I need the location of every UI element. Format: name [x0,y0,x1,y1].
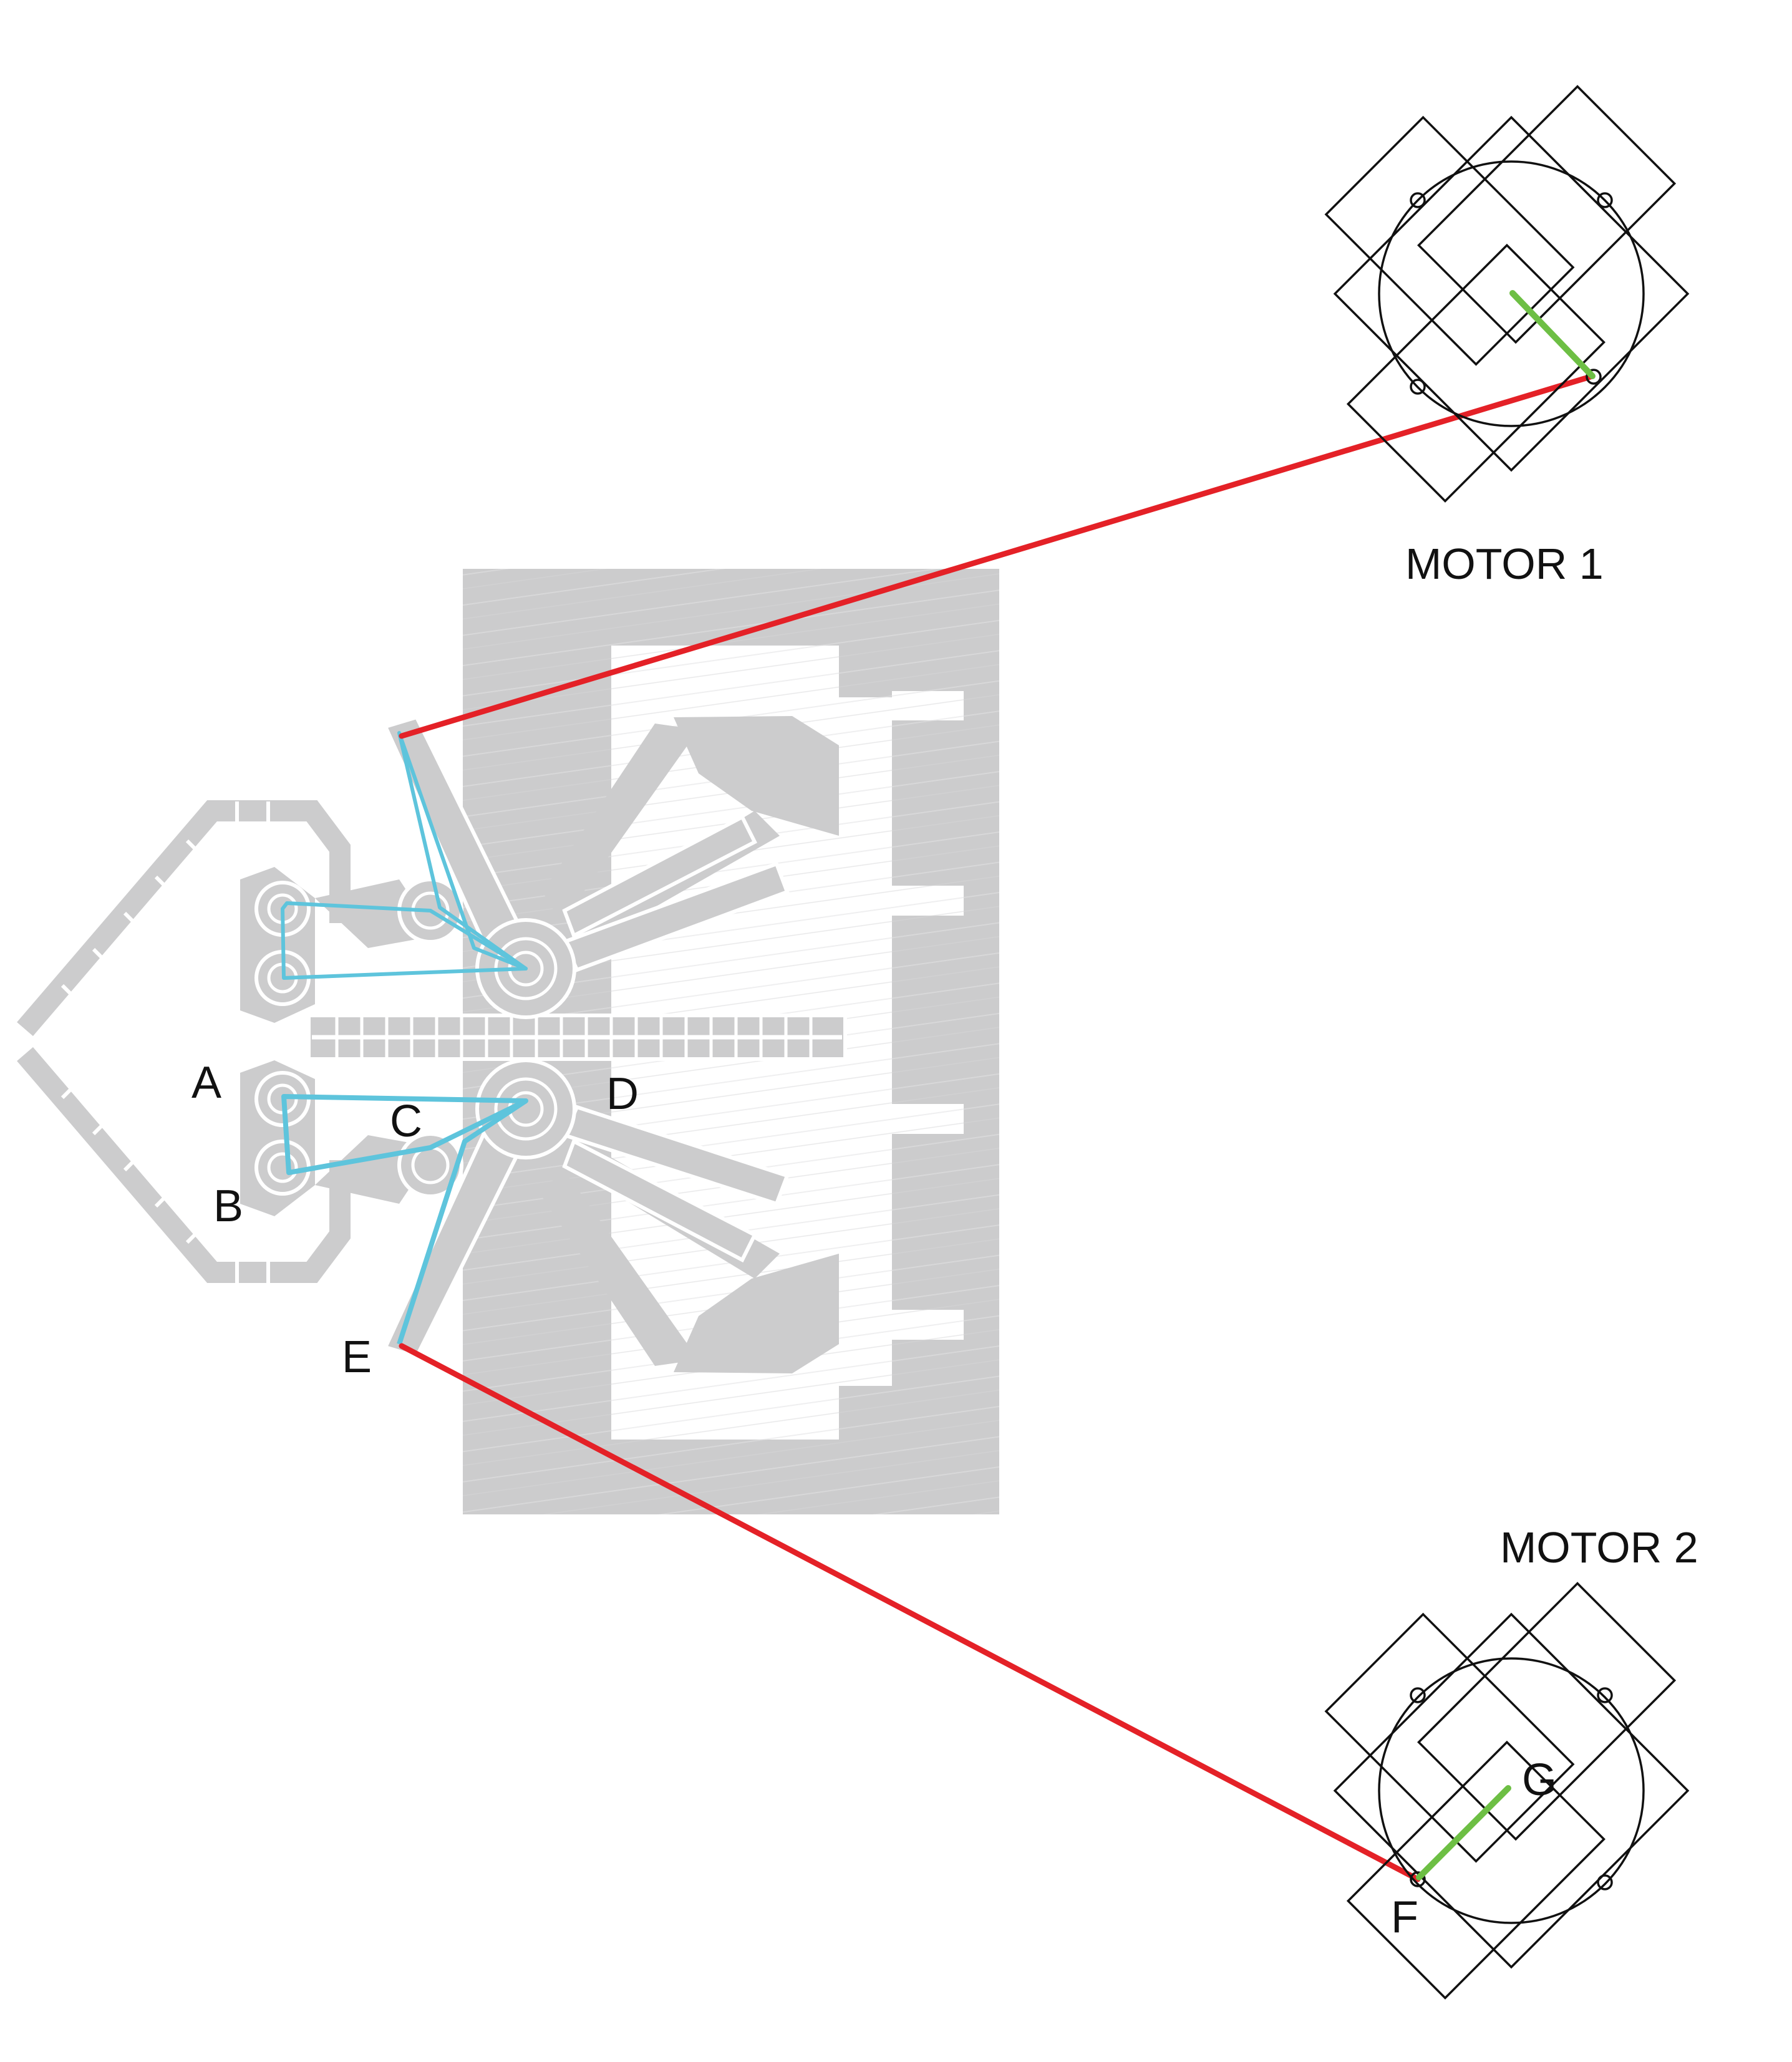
motor-2 [1324,1582,1690,2000]
point-label-a: A [191,1058,221,1108]
motor-1-bolt-1 [1410,192,1426,208]
lower-arrow-frame [17,1047,351,1283]
motor-2-bolt-3 [1410,1871,1426,1887]
motor-2-square-a [1333,1612,1690,1969]
motor-1-square-b [1417,85,1677,344]
lower-right-ladder-2 [562,1138,758,1263]
cables [399,374,1594,1882]
point-label-e: E [342,1332,372,1382]
lower-blade-1 [543,1166,699,1366]
lower-arm [674,1254,839,1373]
motor-2-crank-arm [1416,1785,1511,1880]
motor-2-square-c [1346,1740,1606,2000]
motor-2-square-b [1417,1582,1677,1841]
motor-2-bolt-4 [1597,1874,1613,1890]
cable-motor-2 [399,1343,1421,1882]
motor-1-bolt-2 [1597,192,1613,208]
upper-arrow-frame [17,800,351,1037]
mechanism-base [17,569,999,1514]
linkage-outline [281,731,528,1345]
hub-d [475,1058,576,1159]
motor-2-bolt-2 [1597,1687,1613,1703]
point-label-f: F [1391,1892,1418,1942]
upper-blade-1 [543,724,699,923]
lower-linkage-loop [281,1094,528,1175]
motor-1-crank-arm [1509,290,1596,379]
upper-linkage-finger [397,731,528,970]
cable-motor-1 [399,374,1594,739]
point-label-c: C [390,1096,422,1146]
joint-b [254,1140,311,1196]
motor-1-bolt-4 [1586,369,1602,385]
motor-2-bolt-1 [1410,1687,1426,1703]
point-label-d: D [606,1069,639,1119]
upper-linkage-loop [281,901,528,980]
point-label-g: G [1522,1755,1557,1805]
upper-arm [674,716,839,836]
lower-linkage-finger [397,1098,528,1345]
motor-1-housing [1378,160,1645,427]
motor-2-title: MOTOR 2 [1500,1523,1698,1572]
motor-1 [1324,85,1690,503]
motor-1-square-c [1346,243,1606,503]
point-label-b: B [213,1181,243,1231]
motor-1-square-d [1324,115,1575,366]
motor-1-bolt-3 [1410,379,1426,395]
motor-2-square-d [1324,1612,1575,1863]
motor-2-housing [1378,1657,1645,1924]
upper-right-ladder-2 [562,814,758,939]
motor-1-title: MOTOR 1 [1405,540,1604,588]
